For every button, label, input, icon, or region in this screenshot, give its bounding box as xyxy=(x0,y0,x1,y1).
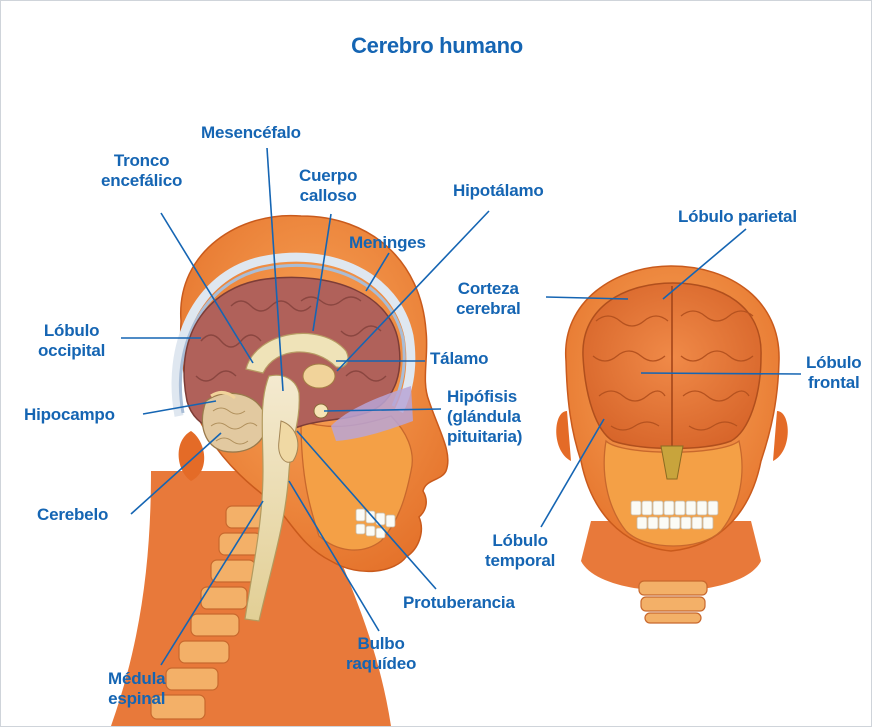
label-mesencefalo: Mesencéfalo xyxy=(201,123,301,143)
label-cuerpo-calloso: Cuerpo calloso xyxy=(299,166,357,206)
label-corteza-cerebral: Corteza cerebral xyxy=(456,279,521,319)
label-lobulo-frontal: Lóbulo frontal xyxy=(806,353,861,393)
label-hipotalamo: Hipotálamo xyxy=(453,181,544,201)
label-medula-espinal: Médula espinal xyxy=(108,669,165,709)
diagram-title: Cerebro humano xyxy=(1,33,872,59)
label-protuberancia: Protuberancia xyxy=(403,593,515,613)
front-neck-vertebrae xyxy=(639,581,707,623)
label-cerebelo: Cerebelo xyxy=(37,505,108,525)
label-tronco-encefalico: Tronco encefálico xyxy=(101,151,182,191)
front-ear-left xyxy=(556,411,571,461)
label-meninges: Meninges xyxy=(349,233,426,253)
label-lobulo-temporal: Lóbulo temporal xyxy=(485,531,555,571)
front-head xyxy=(556,266,788,623)
label-bulbo-raquideo: Bulbo raquídeo xyxy=(346,634,416,674)
label-talamo: Tálamo xyxy=(430,349,488,369)
label-hipofisis: Hipófisis (glándula pituitaria) xyxy=(447,387,522,447)
label-lobulo-occipital: Lóbulo occipital xyxy=(38,321,105,361)
leader-lobulo-frontal xyxy=(641,373,801,374)
thalamus xyxy=(303,364,335,388)
label-lobulo-parietal: Lóbulo parietal xyxy=(678,207,797,227)
front-ear-right xyxy=(773,411,788,461)
label-hipocampo: Hipocampo xyxy=(24,405,115,425)
